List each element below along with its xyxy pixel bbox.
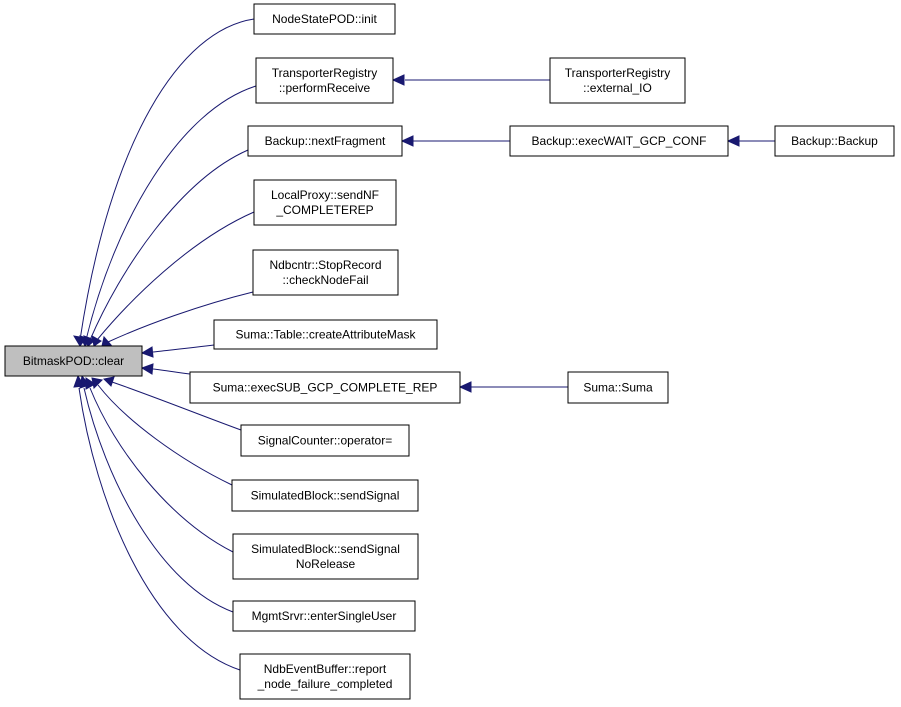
graph-node[interactable]: TransporterRegistry::external_IO [549, 57, 686, 104]
nodes-layer: BitmaskPOD::clear NodeStatePOD::initTrans… [4, 3, 895, 700]
edge-n7-to-root [140, 363, 191, 375]
arrowhead [83, 335, 96, 347]
arrowhead [140, 346, 154, 358]
node-box[interactable] [247, 125, 403, 157]
node-box[interactable] [231, 479, 419, 512]
edge-line [111, 381, 242, 431]
edge-line [107, 291, 254, 343]
node-box[interactable] [567, 371, 669, 404]
node-label: SimulatedBlock::sendSignal [251, 542, 400, 556]
node-box[interactable] [252, 249, 399, 296]
edge-line [85, 85, 257, 341]
edge-line [79, 18, 255, 341]
node-label: Suma::Suma [583, 381, 653, 395]
node-label: ::performReceive [279, 81, 371, 95]
graph-node[interactable]: Suma::execSUB_GCP_COMPLETE_REP [189, 371, 461, 404]
graph-node[interactable]: Backup::Backup [774, 125, 895, 157]
node-box[interactable] [232, 600, 416, 632]
node-label: SignalCounter::operator= [258, 434, 392, 448]
graph-node[interactable]: NdbEventBuffer::report_node_failure_comp… [239, 653, 411, 700]
node-box[interactable] [255, 57, 394, 104]
edge-n6-to-root [140, 344, 215, 358]
edge-n13-to-n2 [391, 74, 550, 86]
node-label: NoRelease [296, 557, 356, 571]
node-label: Backup::nextFragment [265, 134, 386, 148]
arrowhead [726, 135, 740, 147]
graph-node[interactable]: Backup::nextFragment [247, 125, 403, 157]
graph-node[interactable]: SimulatedBlock::sendSignal [231, 479, 419, 512]
node-label: ::checkNodeFail [282, 273, 368, 287]
edge-line [89, 387, 234, 553]
node-label: _node_failure_completed [257, 677, 393, 691]
node-box[interactable] [253, 179, 397, 226]
node-label: TransporterRegistry [272, 66, 378, 80]
node-box[interactable] [774, 125, 895, 157]
edge-n14-to-n3 [400, 135, 510, 147]
arrowhead [400, 135, 414, 147]
node-label: SimulatedBlock::sendSignal [251, 489, 400, 503]
edge-n1-to-root [73, 18, 255, 347]
node-label: Suma::execSUB_GCP_COMPLETE_REP [213, 381, 438, 395]
arrowhead [91, 335, 102, 347]
node-label: LocalProxy::sendNF [271, 188, 379, 202]
node-label: TransporterRegistry [565, 66, 671, 80]
node-box[interactable] [232, 533, 419, 580]
edge-line [89, 149, 249, 341]
node-box[interactable] [509, 125, 729, 157]
edge-n11-to-root [79, 374, 234, 613]
node-label: MgmtSrvr::enterSingleUser [252, 609, 397, 623]
node-label: Ndbcntr::StopRecord [269, 258, 381, 272]
graph-node[interactable]: NodeStatePOD::init [253, 3, 396, 35]
node-label: NodeStatePOD::init [272, 12, 377, 26]
edge-line [97, 384, 233, 486]
arrowhead [73, 374, 85, 388]
arrowhead [391, 74, 405, 86]
edge-n12-to-root [73, 374, 241, 671]
root-node[interactable]: BitmaskPOD::clear [4, 345, 143, 377]
graph-node[interactable]: Backup::execWAIT_GCP_CONF [509, 125, 729, 157]
arrowhead [458, 381, 472, 393]
node-box[interactable] [189, 371, 461, 404]
edge-n16-to-n7 [458, 381, 568, 393]
graph-node[interactable]: MgmtSrvr::enterSingleUser [232, 600, 416, 632]
edge-line [78, 387, 241, 671]
node-box[interactable] [549, 57, 686, 104]
node-label: ::external_IO [583, 81, 652, 95]
edge-n15-to-n14 [726, 135, 775, 147]
edge-line [83, 387, 234, 613]
edge-line [152, 368, 191, 375]
graph-node[interactable]: Ndbcntr::StopRecord::checkNodeFail [252, 249, 399, 296]
node-box[interactable] [239, 653, 411, 700]
arrowhead [102, 376, 115, 387]
node-box[interactable] [213, 319, 438, 350]
edge-n8-to-root [102, 376, 242, 431]
node-box[interactable] [240, 424, 410, 457]
node-label: Backup::Backup [791, 134, 878, 148]
node-label: NdbEventBuffer::report [264, 662, 387, 676]
edge-n3-to-root [83, 149, 249, 347]
edge-line [96, 211, 255, 341]
graph-node[interactable]: SignalCounter::operator= [240, 424, 410, 457]
edge-n4-to-root [91, 211, 255, 347]
graph-node[interactable]: TransporterRegistry::performReceive [255, 57, 394, 104]
node-label: Backup::execWAIT_GCP_CONF [532, 134, 707, 148]
node-label: Suma::Table::createAttributeMask [235, 328, 416, 342]
arrowhead [140, 363, 154, 375]
graph-node[interactable]: Suma::Suma [567, 371, 669, 404]
node-box[interactable] [253, 3, 396, 35]
edge-line [152, 344, 215, 353]
graph-node[interactable]: Suma::Table::createAttributeMask [213, 319, 438, 350]
node-label: BitmaskPOD::clear [23, 354, 124, 368]
node-box[interactable] [4, 345, 143, 377]
edges-layer [73, 18, 775, 671]
node-label: _COMPLETEREP [275, 203, 373, 217]
graph-node[interactable]: LocalProxy::sendNF_COMPLETEREP [253, 179, 397, 226]
